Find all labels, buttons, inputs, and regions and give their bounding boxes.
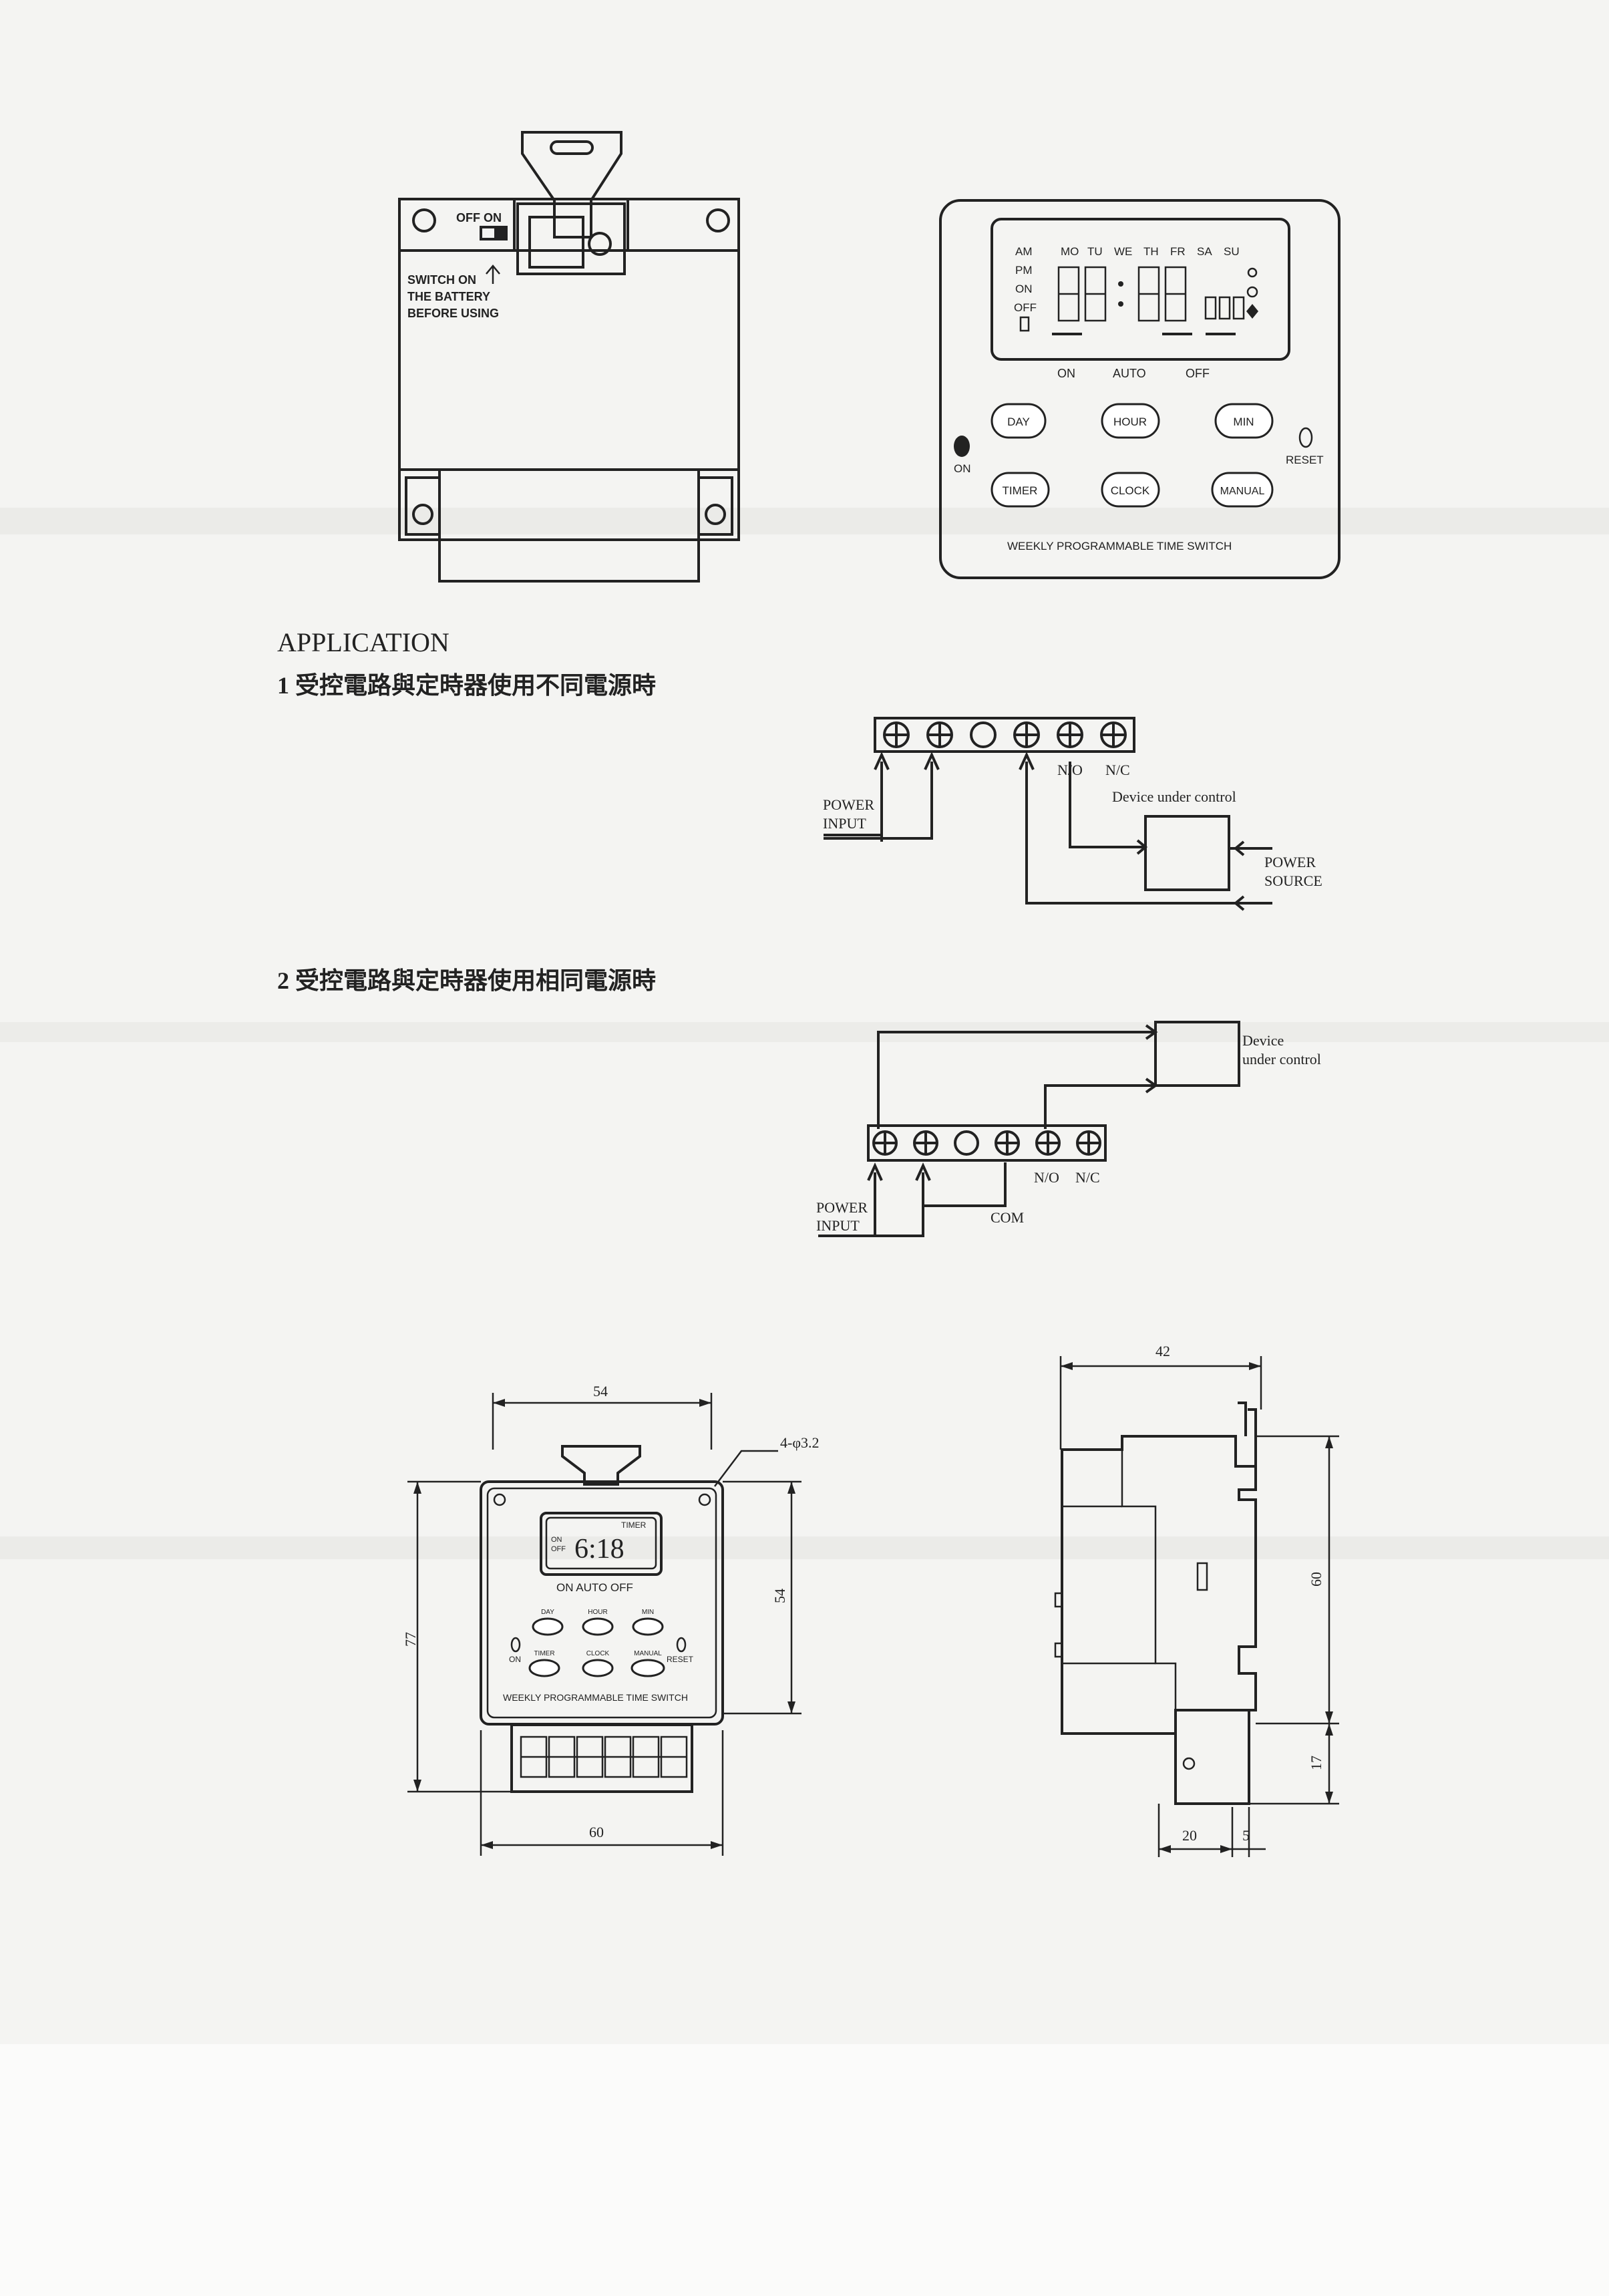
indicator-on: ON <box>1015 283 1033 295</box>
indicator-am: AM <box>1015 245 1033 258</box>
day-we: WE <box>1114 245 1132 258</box>
battery-note-line2: THE BATTERY <box>407 290 490 303</box>
battery-note-line3: BEFORE USING <box>407 307 499 320</box>
display-on-label: ON <box>551 1536 562 1544</box>
panel-title: WEEKLY PROGRAMMABLE TIME SWITCH <box>1007 540 1232 552</box>
svg-text:HOUR: HOUR <box>588 1609 607 1616</box>
svg-text:MANUAL: MANUAL <box>634 1650 662 1657</box>
power-source-line2: SOURCE <box>1264 872 1322 889</box>
clock-button[interactable]: CLOCK <box>1101 472 1160 508</box>
dim-width-small: 5 <box>1242 1827 1250 1844</box>
min-button[interactable]: MIN <box>1214 403 1274 439</box>
dim-reset-button[interactable] <box>676 1637 687 1653</box>
svg-text:MIN: MIN <box>642 1609 654 1616</box>
up-arrow-icon <box>486 265 500 284</box>
svg-text:CLOCK: CLOCK <box>586 1650 610 1657</box>
terminal-block-icon <box>520 1736 688 1778</box>
day-su: SU <box>1224 245 1240 258</box>
case2-heading: 2 受控電路與定時器使用相同電源時 <box>277 967 656 994</box>
display-time: 6:18 <box>574 1534 624 1565</box>
dimension-side-diagram: 42 60 17 20 5 <box>1054 1343 1339 1857</box>
dim-day-button[interactable]: DAY <box>532 1609 564 1636</box>
dim-reset-label: RESET <box>667 1655 694 1664</box>
dim-height-right: 54 <box>771 1589 788 1603</box>
timer-button[interactable]: TIMER <box>991 472 1050 508</box>
dim-manual-button[interactable]: MANUAL <box>631 1650 665 1677</box>
indicator-pm: PM <box>1015 264 1033 277</box>
back-view-diagram: OFF ON SWITCH ON THE BATTERY BEFORE USIN… <box>398 131 740 583</box>
dim-hour-button[interactable]: HOUR <box>582 1609 614 1636</box>
mode-line: ON AUTO OFF <box>556 1581 633 1594</box>
dim-width-top: 54 <box>593 1383 608 1400</box>
dimension-front-diagram: 54 4-φ3.2 TIMER ON OFF 6:18 ON AUTO OFF … <box>402 1383 820 1856</box>
dim-min-button[interactable]: MIN <box>632 1609 664 1636</box>
nc-label-2: N/C <box>1075 1169 1100 1186</box>
svg-text:DAY: DAY <box>541 1609 554 1616</box>
day-mo: MO <box>1061 245 1079 258</box>
device-label-1: Device under control <box>1112 788 1236 805</box>
battery-note-line1: SWITCH ON <box>407 273 476 287</box>
svg-text:HOUR: HOUR <box>1113 416 1147 428</box>
lcd-digits-icon <box>1057 266 1245 322</box>
indicator-off: OFF <box>1014 301 1037 314</box>
dim-height-main: 60 <box>1308 1572 1324 1587</box>
day-tu: TU <box>1087 245 1103 258</box>
day-sa: SA <box>1197 245 1212 258</box>
svg-text:TIMER: TIMER <box>1003 484 1038 497</box>
svg-text:DAY: DAY <box>1007 416 1030 428</box>
manual-button[interactable]: MANUAL <box>1211 472 1274 508</box>
svg-text:MANUAL: MANUAL <box>1220 486 1265 497</box>
dim-on-label: ON <box>509 1655 521 1664</box>
wiring-diagram-2: Device under control N/O N/C POWER INPUT… <box>816 1021 1321 1237</box>
dim-depth: 42 <box>1155 1343 1170 1359</box>
wiring-diagram-1: N/O N/C Device under control POWER INPUT… <box>823 717 1322 911</box>
power-source-line1: POWER <box>1264 854 1316 870</box>
day-th: TH <box>1143 245 1159 258</box>
off-indicator-icon <box>1019 316 1030 332</box>
display-timer-label: TIMER <box>621 1520 647 1530</box>
no-label-2: N/O <box>1034 1169 1059 1186</box>
svg-text:MIN: MIN <box>1233 416 1254 428</box>
power-input-1-line2: INPUT <box>823 815 866 832</box>
case1-heading: 1 受控電路與定時器使用不同電源時 <box>277 672 656 699</box>
mode-on: ON <box>1057 367 1075 380</box>
dim-width-base: 20 <box>1182 1827 1197 1844</box>
dim-clock-button[interactable]: CLOCK <box>582 1650 614 1677</box>
com-label: COM <box>991 1209 1024 1226</box>
nc-label-1: N/C <box>1105 762 1130 778</box>
dim-timer-button[interactable]: TIMER <box>528 1650 560 1677</box>
device-label-2-line2: under control <box>1242 1051 1321 1068</box>
dim-panel-title: WEEKLY PROGRAMMABLE TIME SWITCH <box>503 1692 688 1703</box>
dim-width-bottom: 60 <box>589 1824 604 1840</box>
switch-label: OFF ON <box>456 211 502 224</box>
power-input-2-line1: POWER <box>816 1199 868 1216</box>
power-input-1-line1: POWER <box>823 796 874 813</box>
on-led-label: ON <box>954 462 971 475</box>
front-panel-diagram: AM PM ON OFF MO TU WE TH FR SA SU <box>939 199 1340 579</box>
device-box-2 <box>1154 1021 1240 1087</box>
terminal-strip-2-icon <box>872 1130 1101 1156</box>
hole-label: 4-φ3.2 <box>780 1434 820 1451</box>
day-fr: FR <box>1170 245 1186 258</box>
svg-text:CLOCK: CLOCK <box>1111 484 1150 497</box>
device-box-1 <box>1144 815 1230 891</box>
mode-auto: AUTO <box>1113 367 1146 380</box>
reset-label: RESET <box>1286 454 1324 466</box>
day-button[interactable]: DAY <box>991 403 1047 439</box>
on-led-icon <box>954 436 970 457</box>
terminal-strip-icon <box>883 721 1127 748</box>
display-off-label: OFF <box>551 1545 566 1553</box>
power-input-2-line2: INPUT <box>816 1217 860 1234</box>
mode-off: OFF <box>1186 367 1210 380</box>
hour-button[interactable]: HOUR <box>1101 403 1160 439</box>
reset-button[interactable] <box>1298 427 1313 448</box>
svg-text:TIMER: TIMER <box>534 1650 554 1657</box>
dim-on-led-icon <box>510 1637 521 1653</box>
device-label-2-line1: Device <box>1242 1032 1284 1049</box>
application-heading: APPLICATION <box>277 627 450 657</box>
dim-height-left: 77 <box>402 1632 419 1647</box>
dim-height-lower: 17 <box>1308 1756 1324 1770</box>
